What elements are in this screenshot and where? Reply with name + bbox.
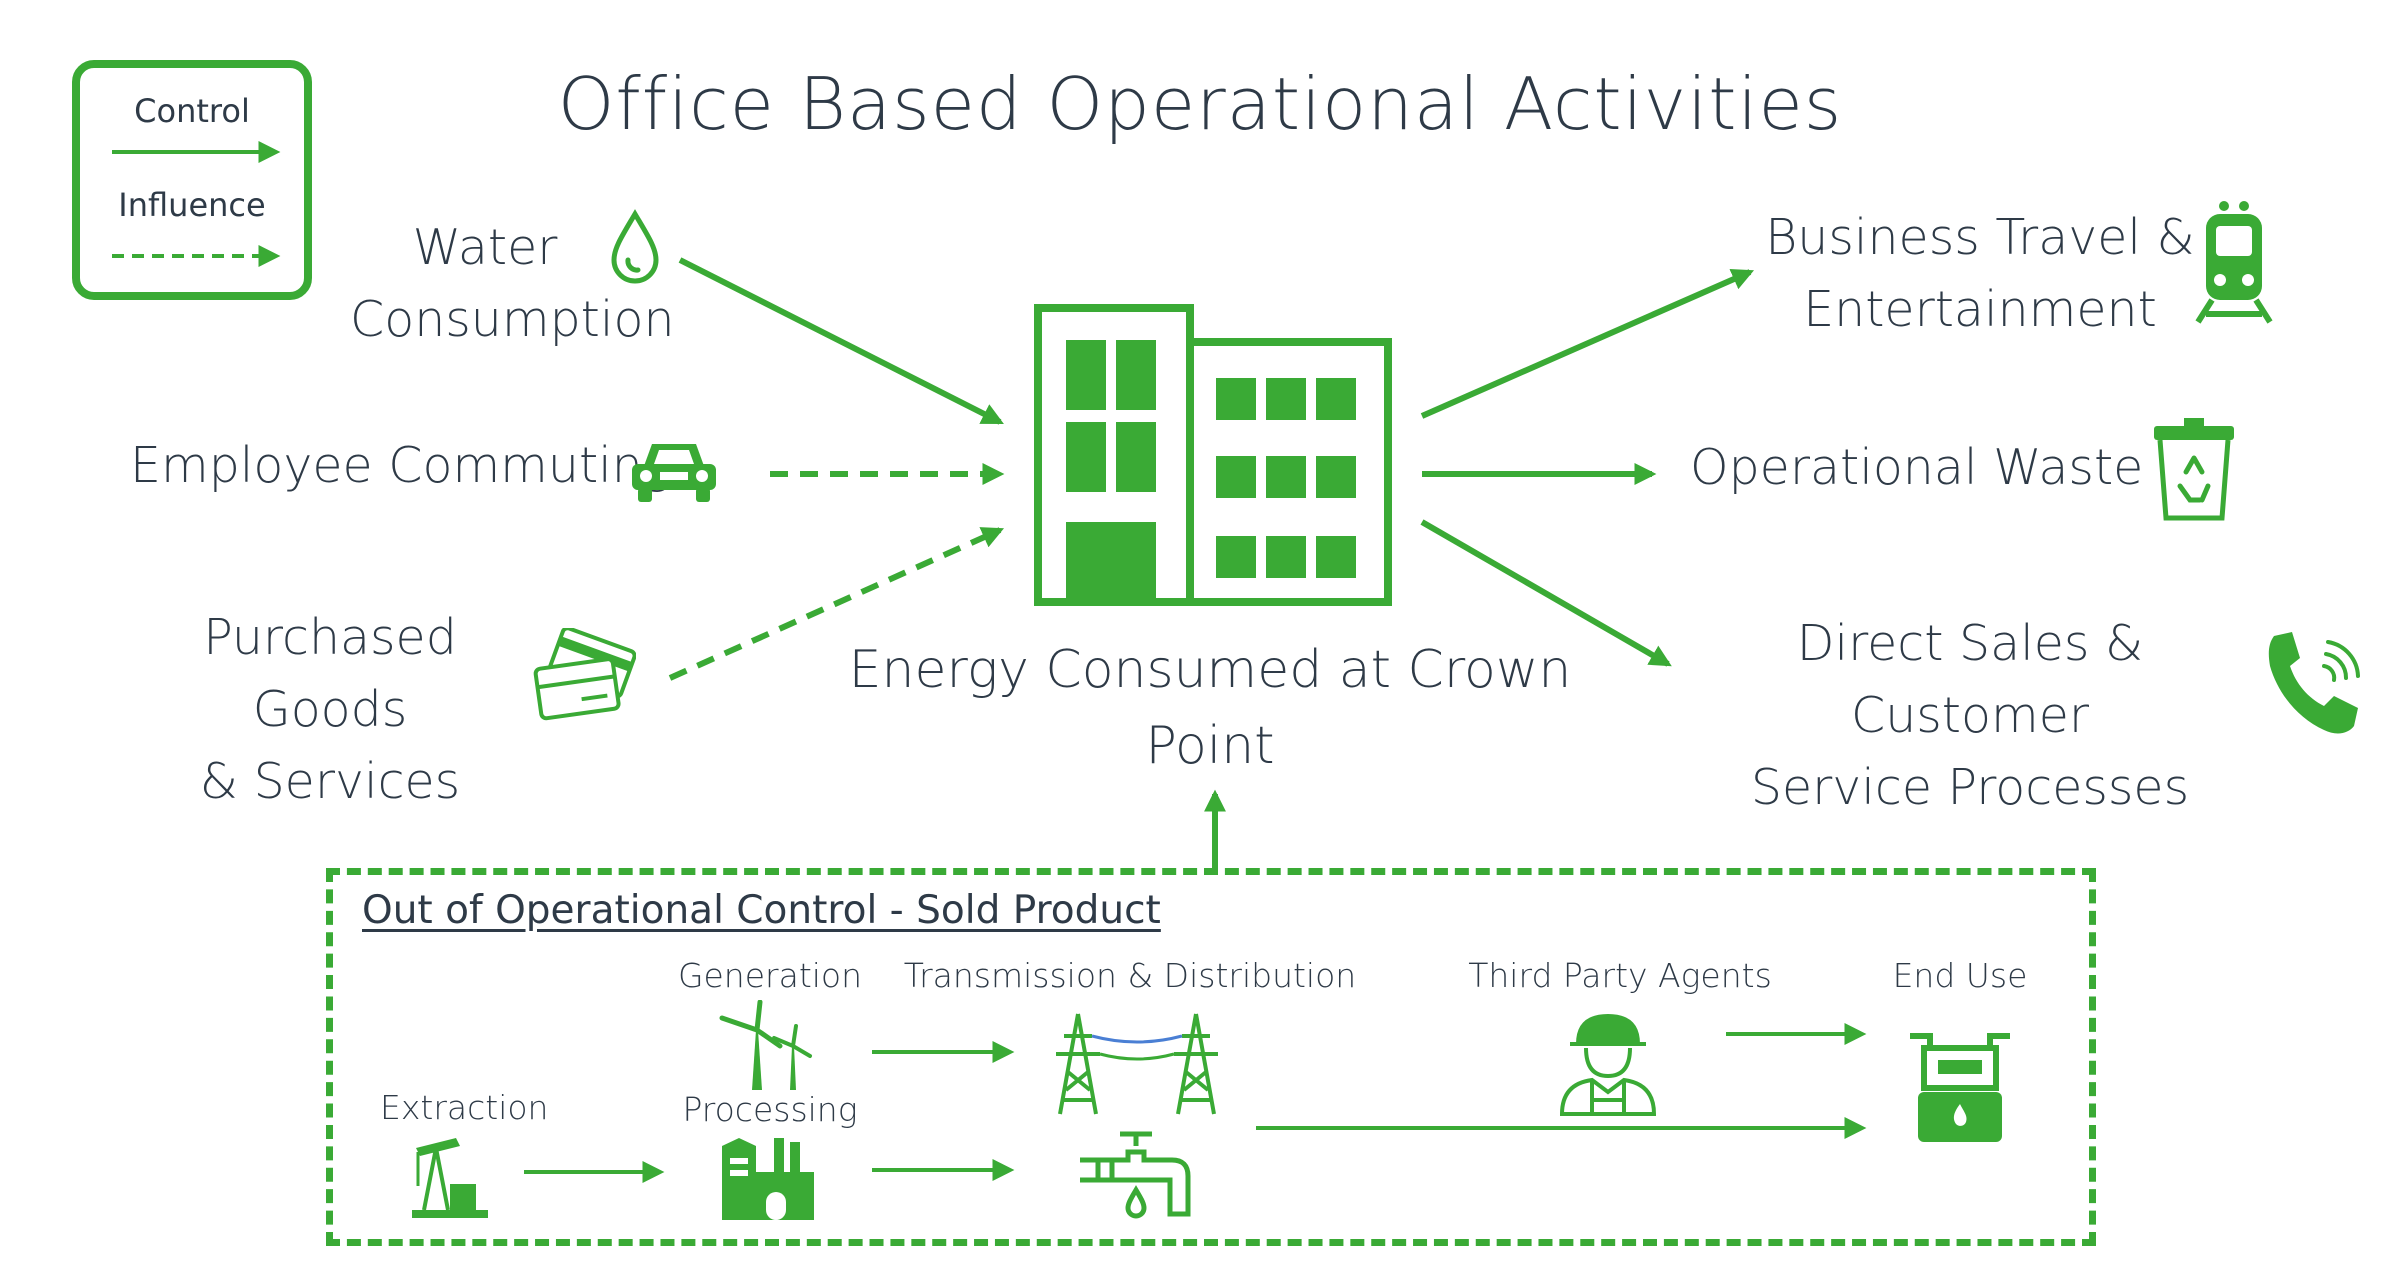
water-label-line2: Consumption bbox=[350, 291, 675, 348]
legend-control-label: Control bbox=[134, 92, 250, 130]
generation-label: Generation bbox=[677, 956, 863, 995]
sold-product-box bbox=[326, 868, 2096, 1246]
power-pylon-icon bbox=[1056, 1013, 1218, 1115]
water-tap-icon bbox=[1080, 1131, 1191, 1219]
car-icon bbox=[632, 444, 716, 502]
oil-pump-icon bbox=[412, 1138, 488, 1218]
sales-arrow bbox=[1420, 519, 1672, 667]
processing-label: Processing bbox=[682, 1090, 858, 1129]
gas-meter-icon bbox=[1910, 1033, 2010, 1142]
office-building-icon bbox=[1034, 304, 1392, 606]
recycle-bin-icon bbox=[2154, 418, 2234, 521]
sales-label-line2: Service Processes bbox=[1750, 759, 2190, 816]
water-arrow bbox=[678, 257, 1004, 425]
sales-label-line1: Direct Sales & Customer bbox=[1796, 615, 2144, 744]
wind-turbine-icon bbox=[719, 1000, 812, 1090]
third-party-label: Third Party Agents bbox=[1468, 956, 1772, 995]
extraction-label: Extraction bbox=[380, 1088, 549, 1127]
purchased-label: Purchased Goods & Services bbox=[120, 602, 540, 818]
end-use-label: End Use bbox=[1892, 956, 2028, 995]
travel-arrow bbox=[1420, 269, 1755, 419]
worker-icon bbox=[1559, 1013, 1657, 1116]
diagram-title: Office Based Operational Activities bbox=[557, 62, 1843, 146]
train-icon bbox=[2195, 201, 2273, 324]
purchased-label-line1: Purchased Goods bbox=[203, 609, 457, 738]
legend-influence-label: Influence bbox=[118, 186, 266, 224]
sold-product-title: Out of Operational Control - Sold Produc… bbox=[362, 888, 1161, 933]
center-label-line1: Energy Consumed at Crown bbox=[848, 640, 1572, 700]
waste-label: Operational Waste bbox=[1690, 439, 2144, 496]
commuting-label: Employee Commuting bbox=[130, 437, 673, 494]
water-drop-icon bbox=[611, 209, 659, 284]
phone-icon bbox=[2268, 632, 2360, 734]
transmission-label: Transmission & Distribution bbox=[903, 956, 1357, 995]
travel-label-line1: Business Travel & bbox=[1765, 209, 2195, 266]
water-label: Water Consumption bbox=[350, 212, 675, 356]
sales-label: Direct Sales & Customer Service Processe… bbox=[1690, 608, 2250, 824]
purchased-label-line2: & Services bbox=[199, 753, 461, 810]
travel-label: Business Travel & Entertainment bbox=[1760, 202, 2200, 346]
center-label-line2: Point bbox=[1145, 716, 1275, 776]
legend-box: Control Influence bbox=[72, 60, 312, 300]
credit-cards-icon bbox=[533, 628, 636, 721]
water-label-line1: Water bbox=[412, 219, 558, 276]
center-label: Energy Consumed at Crown Point bbox=[840, 632, 1580, 784]
purchased-arrow bbox=[668, 527, 1005, 681]
factory-icon bbox=[722, 1138, 814, 1220]
travel-label-line2: Entertainment bbox=[1803, 281, 2157, 338]
